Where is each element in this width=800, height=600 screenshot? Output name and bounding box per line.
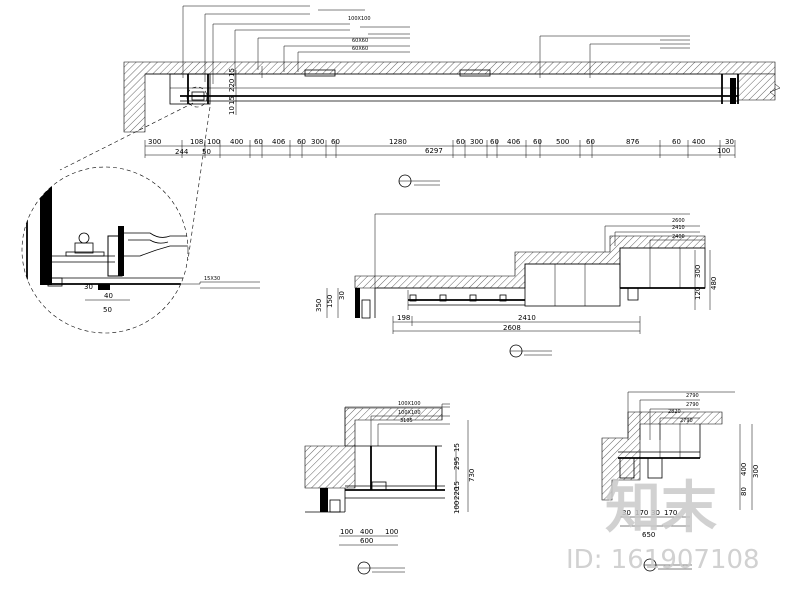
leader-label-2: 60X60 xyxy=(352,38,368,44)
br-leader-2: 2790 xyxy=(686,402,699,408)
dim-300-c: 300 xyxy=(470,138,483,146)
br-dim-650: 650 xyxy=(642,531,655,539)
br-leader-4: 2790 xyxy=(680,418,693,424)
dim-60-a: 60 xyxy=(254,138,263,146)
bl-vdim-15: 15 xyxy=(453,443,461,452)
mid-leader-2600: 2600 xyxy=(672,218,685,224)
section-mid: 2600 2410 2400 350 150 30 300 120 480 19… xyxy=(315,213,718,358)
vdim-15a: 15 xyxy=(228,68,236,77)
dim-876: 876 xyxy=(626,138,640,146)
dim-50: 50 xyxy=(202,148,211,156)
dim-400: 400 xyxy=(230,138,243,146)
br-vdim-80: 80 xyxy=(740,487,748,496)
br-dim-170a: 170 xyxy=(635,509,648,517)
watermark-id-text: ID: 161907108 xyxy=(566,545,760,575)
br-dim-30b: 30 xyxy=(651,509,660,517)
dim-406-b: 406 xyxy=(507,138,521,146)
dim-60-e: 60 xyxy=(490,138,499,146)
watermark: 知末 ID: 161907108 xyxy=(566,476,760,575)
mid-vdim-300: 300 xyxy=(694,265,702,278)
mid-dim-2608: 2608 xyxy=(503,324,521,332)
br-dim-170b: 170 xyxy=(664,509,677,517)
br-vdim-400: 400 xyxy=(740,463,748,476)
mid-leader-2400: 2400 xyxy=(672,234,685,240)
bl-dim-100a: 100 xyxy=(340,528,353,536)
vdim-10: 10 xyxy=(228,106,236,115)
dim-500: 500 xyxy=(556,138,569,146)
dim-244: 244 xyxy=(175,148,189,156)
bl-leader-1: 100X100 xyxy=(398,401,421,407)
bl-vdim-730: 730 xyxy=(468,469,476,482)
mid-vdim-480: 480 xyxy=(710,277,718,290)
vdim-220: 220 xyxy=(228,79,236,92)
dim-300: 300 xyxy=(148,138,161,146)
bl-vdim-100: 100 xyxy=(453,501,461,514)
dim-406-a: 406 xyxy=(272,138,286,146)
mid-dim-2410: 2410 xyxy=(518,314,536,322)
dim-1280: 1280 xyxy=(389,138,407,146)
dim-6297: 6297 xyxy=(425,147,443,155)
mid-vdim-120: 120 xyxy=(694,287,702,300)
bl-vdim-15b: 15 xyxy=(453,481,461,490)
bl-leader-3: 3105 xyxy=(400,418,413,424)
br-leader-3: 2820 xyxy=(668,409,681,415)
right-wall xyxy=(737,73,776,101)
br-leader-1: 2790 xyxy=(686,393,699,399)
detail-leader-label: 15X30 xyxy=(204,276,220,282)
bl-leader-2: 100X100 xyxy=(398,410,421,416)
mid-leader-2410: 2410 xyxy=(672,225,685,231)
bl-vdim-220: 220 xyxy=(453,487,461,500)
detail-dim-40: 40 xyxy=(104,292,113,300)
dim-100-b: 100 xyxy=(717,147,730,155)
bl-dim-600: 600 xyxy=(360,537,373,545)
bl-dim-400: 400 xyxy=(360,528,373,536)
detail-circle: 40 50 30 15X30 xyxy=(21,166,260,334)
ceiling-slab xyxy=(123,61,776,133)
mid-dim-198: 198 xyxy=(397,314,410,322)
dim-300-b: 300 xyxy=(311,138,324,146)
detail-dim-50: 50 xyxy=(103,306,112,314)
mid-vdim-350: 350 xyxy=(315,299,323,312)
br-dim-30a: 30 xyxy=(622,509,631,517)
watermark-logo-text: 知末 xyxy=(605,476,717,541)
vdim-15b: 15 xyxy=(228,96,236,105)
bl-slab xyxy=(304,407,443,489)
bl-vdim-295: 295 xyxy=(453,457,461,470)
detail-dim-30: 30 xyxy=(84,283,93,291)
bl-dim-100b: 100 xyxy=(385,528,398,536)
dim-60-b: 60 xyxy=(297,138,306,146)
dim-108: 108 xyxy=(190,138,203,146)
dim-400-b: 400 xyxy=(692,138,705,146)
leader-label-1: 100X100 xyxy=(348,16,371,22)
dim-30: 30 xyxy=(725,138,734,146)
dim-row1-ticks xyxy=(144,140,736,158)
br-vdim-300: 300 xyxy=(752,465,760,478)
dim-100: 100 xyxy=(207,138,220,146)
mid-slab xyxy=(354,235,706,289)
leader-label-3: 60X60 xyxy=(352,46,368,52)
dim-row1: 300 108 100 400 60 406 60 300 60 1280 60… xyxy=(148,138,734,146)
dim-60-h: 60 xyxy=(672,138,681,146)
dim-60-d: 60 xyxy=(456,138,465,146)
mid-vdim-30: 30 xyxy=(338,291,346,300)
plan-top: 100X100 60X60 60X60 220 15 15 10 300 108… xyxy=(123,5,781,188)
dim-60-c: 60 xyxy=(331,138,340,146)
mid-vdim-150: 150 xyxy=(326,295,334,308)
section-bottom-right: 2790 2790 2820 2790 400 300 80 30 170 30… xyxy=(601,391,760,572)
dim-60-f: 60 xyxy=(533,138,542,146)
dim-60-g: 60 xyxy=(586,138,595,146)
section-bottom-left: 100X100 100X100 3105 295 15 730 220 15 1… xyxy=(304,401,476,575)
